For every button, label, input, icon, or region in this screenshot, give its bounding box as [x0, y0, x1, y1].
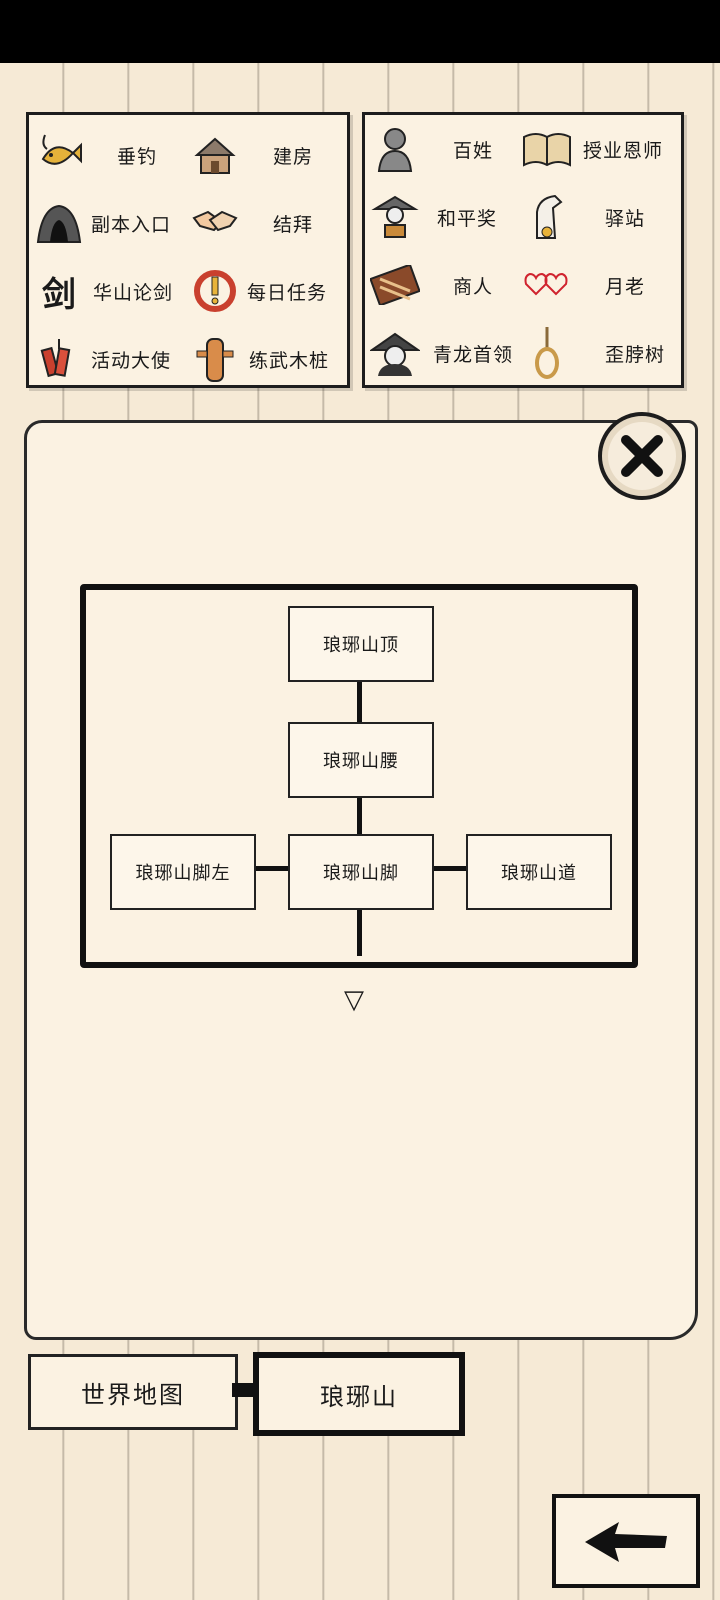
book-icon [521, 123, 573, 175]
menu-huashan-duel-label: 华山论剑 [93, 281, 174, 304]
map-node-foot-left-label: 琅琊山脚左 [135, 863, 231, 884]
abacus-icon [369, 259, 421, 311]
tab-langya-mountain-label: 琅琊山 [320, 1382, 398, 1411]
menu-qinglong-leader[interactable]: 青龙首领 [369, 323, 519, 383]
menu-event-ambassador-label: 活动大使 [91, 349, 172, 372]
menu-training-dummy-label: 练武木桩 [249, 349, 330, 372]
right-npc-panel: 百姓 授业恩师 和平奖 驿站 商人 月老 青龙首领 [362, 112, 684, 388]
daily-task-icon [189, 265, 241, 317]
map-node-summit-label: 琅琊山顶 [323, 635, 399, 656]
tab-connector [232, 1383, 254, 1397]
connector-top-waist [357, 678, 362, 722]
menu-crooked-tree-label: 歪脖树 [605, 343, 666, 366]
menu-training-dummy[interactable]: 练武木桩 [189, 329, 343, 389]
menu-huashan-duel[interactable]: 剑 华山论剑 [33, 261, 187, 321]
menu-crooked-tree[interactable]: 歪脖树 [521, 323, 677, 383]
menu-sworn-brother[interactable]: 结拜 [189, 193, 343, 253]
cave-icon [33, 197, 85, 249]
menu-daily-tasks[interactable]: 每日任务 [189, 261, 343, 321]
menu-qinglong-leader-label: 青龙首领 [433, 343, 514, 366]
menu-matchmaker[interactable]: 月老 [521, 255, 677, 315]
status-bar [0, 0, 720, 63]
villager-icon [369, 123, 421, 175]
noose-icon [521, 327, 573, 379]
map-node-summit[interactable]: 琅琊山顶 [288, 606, 434, 682]
map-node-foot-label: 琅琊山脚 [323, 863, 399, 884]
menu-post-station-label: 驿站 [605, 207, 646, 230]
horse-icon [521, 191, 573, 243]
map-node-road-label: 琅琊山道 [501, 863, 577, 884]
menu-fishing[interactable]: 垂钓 [33, 125, 183, 185]
menu-build-house-label: 建房 [273, 145, 314, 168]
menu-mentor[interactable]: 授业恩师 [521, 119, 677, 179]
menu-fishing-label: 垂钓 [117, 145, 158, 168]
menu-sworn-brother-label: 结拜 [273, 213, 314, 236]
connector-foot-road [430, 866, 468, 871]
menu-villager-label: 百姓 [453, 139, 494, 162]
menu-dungeon-entrance[interactable]: 副本入口 [33, 193, 187, 253]
menu-merchant[interactable]: 商人 [369, 255, 519, 315]
connector-footleft-foot [252, 866, 290, 871]
menu-build-house[interactable]: 建房 [189, 125, 343, 185]
map-node-mountainside[interactable]: 琅琊山腰 [288, 722, 434, 798]
menu-matchmaker-label: 月老 [605, 275, 646, 298]
boss-icon [369, 327, 421, 379]
wooden-dummy-icon [189, 333, 241, 385]
map-node-foot[interactable]: 琅琊山脚 [288, 834, 434, 910]
handshake-icon [189, 197, 241, 249]
tab-langya-mountain[interactable]: 琅琊山 [253, 1352, 465, 1436]
connector-foot-down [357, 906, 362, 956]
menu-peace-prize-label: 和平奖 [437, 207, 498, 230]
map-node-mountainside-label: 琅琊山腰 [323, 751, 399, 772]
menu-peace-prize[interactable]: 和平奖 [369, 187, 519, 247]
menu-villager[interactable]: 百姓 [369, 119, 519, 179]
peace-prize-icon [369, 191, 421, 243]
map-node-road[interactable]: 琅琊山道 [466, 834, 612, 910]
menu-post-station[interactable]: 驿站 [521, 187, 677, 247]
close-icon [621, 435, 663, 477]
back-button[interactable] [552, 1494, 700, 1588]
menu-dungeon-entrance-label: 副本入口 [91, 213, 172, 236]
menu-mentor-label: 授业恩师 [583, 139, 664, 162]
left-npc-panel: 垂钓 建房 副本入口 结拜 剑 华山论剑 每日任务 活动大使 [26, 112, 350, 388]
menu-event-ambassador[interactable]: 活动大使 [33, 329, 187, 389]
back-arrow-icon [585, 1522, 667, 1562]
down-exit-marker[interactable]: ▽ [344, 985, 364, 1015]
tab-world-map[interactable]: 世界地图 [28, 1354, 238, 1430]
menu-daily-tasks-label: 每日任务 [247, 281, 328, 304]
close-button[interactable] [598, 412, 686, 500]
hearts-icon [521, 259, 573, 311]
tab-world-map-label: 世界地图 [81, 1380, 185, 1409]
fish-icon [33, 129, 85, 181]
menu-merchant-label: 商人 [453, 275, 494, 298]
firecracker-icon [33, 333, 85, 385]
sword-glyph-icon: 剑 [42, 274, 76, 315]
connector-waist-foot [357, 794, 362, 834]
house-icon [189, 129, 241, 181]
map-node-foot-left[interactable]: 琅琊山脚左 [110, 834, 256, 910]
